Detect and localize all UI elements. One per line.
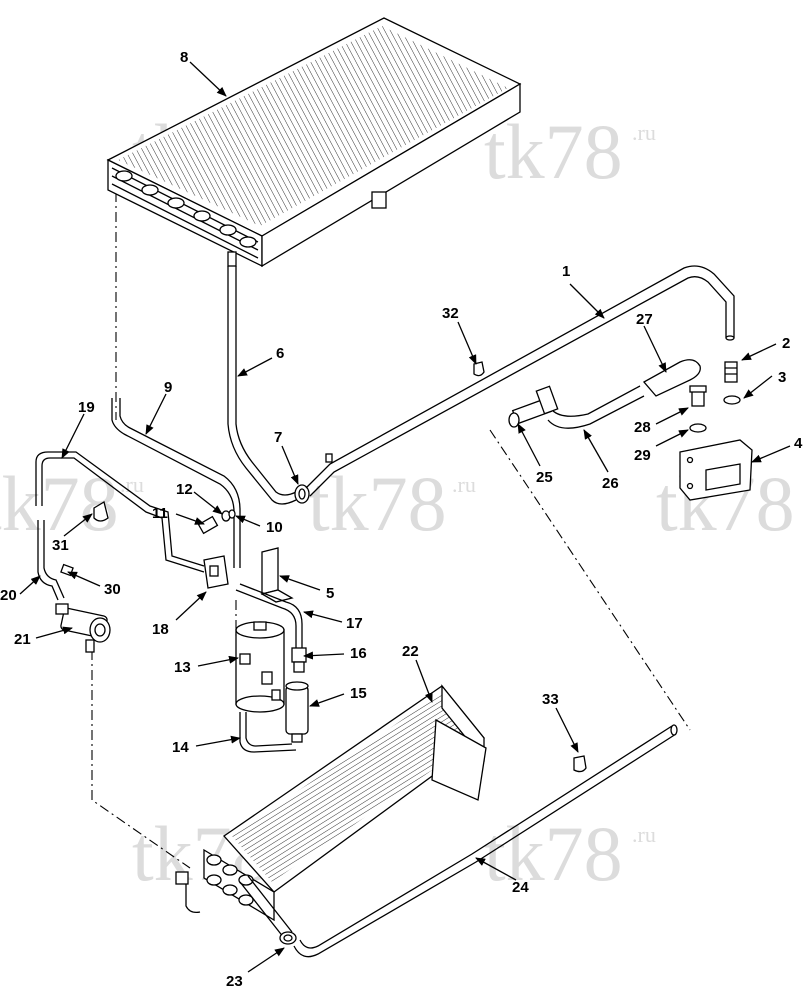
- callout-17: 17: [346, 615, 363, 632]
- callout-19: 19: [78, 399, 95, 416]
- watermark-suffix: .ru: [632, 822, 656, 847]
- watermark-suffix: .ru: [120, 472, 144, 497]
- callout-21: 21: [14, 631, 31, 648]
- service-line: [37, 520, 65, 601]
- discharge-line-end: [725, 335, 735, 341]
- callout-25: 25: [536, 469, 553, 486]
- watermark-text: tk78: [308, 460, 447, 547]
- line-clamp-upper: [473, 361, 485, 377]
- callout-6: 6: [276, 345, 284, 362]
- callout-1: 1: [562, 263, 570, 280]
- watermark-mid-center: tk78 .ru: [308, 460, 476, 547]
- coil-fins: [118, 26, 508, 226]
- coil-side-face: [261, 82, 521, 268]
- callout-10: 10: [266, 519, 283, 536]
- discharge-line: [305, 265, 735, 497]
- evap-fins: [232, 694, 478, 882]
- callout-15: 15: [350, 685, 367, 702]
- callout-labels: 1 2 3 4 5 6 7 8 9 10 11 12 13 14 15 16 1…: [0, 49, 803, 990]
- centerline-valve-to-evaporator: [91, 650, 191, 869]
- liquid-line: [227, 266, 297, 505]
- callout-22: 22: [402, 643, 419, 660]
- manifold-block: [203, 555, 229, 589]
- callout-29: 29: [634, 447, 651, 464]
- coil-outlet-stub: [227, 251, 237, 267]
- bypass-tube: [111, 398, 241, 568]
- callout-16: 16: [350, 645, 367, 662]
- flare-nut: [294, 484, 310, 504]
- suction-line: [293, 724, 678, 958]
- callout-2: 2: [782, 335, 790, 352]
- mounting-bracket-right: [679, 439, 753, 501]
- suction-line-end: [670, 724, 678, 736]
- callout-leaders: [19, 61, 791, 973]
- coil-return-bends: [111, 167, 259, 259]
- line-clamp-lower: [573, 755, 587, 773]
- o-ring-upper: [723, 395, 741, 405]
- evap-header-tube: [185, 880, 201, 914]
- callout-4: 4: [794, 435, 803, 452]
- line-clip: [93, 500, 109, 522]
- condenser-coil: [106, 17, 522, 268]
- inline-adapter: [291, 647, 307, 673]
- fitting-adapter: [724, 361, 738, 383]
- callout-23: 23: [226, 973, 243, 990]
- small-nut: [228, 509, 236, 519]
- flexible-hose: [547, 385, 645, 429]
- callout-12: 12: [176, 481, 193, 498]
- callout-9: 9: [164, 379, 172, 396]
- callout-28: 28: [634, 419, 651, 436]
- watermark-text: tk78: [0, 460, 119, 547]
- receiver-tank: [235, 621, 285, 713]
- watermark-mid-left: tk78 .ru: [0, 460, 144, 547]
- callout-30: 30: [104, 581, 121, 598]
- evap-mount-flange: [431, 718, 487, 801]
- elbow-fitting: [197, 515, 219, 535]
- callout-14: 14: [172, 739, 189, 756]
- callout-33: 33: [542, 691, 559, 708]
- callout-31: 31: [52, 537, 69, 554]
- callout-27: 27: [636, 311, 653, 328]
- discharge-line-stub: [325, 453, 333, 463]
- mounting-bracket-small: [260, 547, 294, 603]
- callout-3: 3: [778, 369, 786, 386]
- callout-32: 32: [442, 305, 459, 322]
- o-ring-plug: [689, 423, 707, 433]
- callout-8: 8: [180, 49, 188, 66]
- callout-5: 5: [326, 585, 334, 602]
- plug-fitting: [689, 385, 707, 407]
- receiver-outlet-tube: [235, 583, 303, 648]
- watermark-suffix: .ru: [632, 120, 656, 145]
- callout-18: 18: [152, 621, 169, 638]
- callout-13: 13: [174, 659, 191, 676]
- filter-drier: [285, 681, 309, 743]
- callout-20: 20: [0, 587, 17, 604]
- evap-return-bends: [206, 854, 254, 906]
- hose-coupler: [642, 359, 701, 397]
- tee-fitting: [508, 385, 559, 428]
- coil-bracket: [371, 191, 387, 209]
- watermark-top-right: tk78 .ru: [484, 108, 656, 195]
- watermark-text: tk78: [484, 108, 623, 195]
- callout-11: 11: [152, 505, 168, 522]
- pressure-line: [35, 451, 205, 573]
- suction-outlet-tube: [239, 875, 297, 945]
- watermark-bottom-right: tk78 .ru: [484, 810, 656, 897]
- solenoid-valve: [55, 603, 111, 653]
- evap-inlet-fitting: [175, 871, 189, 885]
- centerline-tee-to-line: [489, 429, 691, 731]
- watermark-suffix: .ru: [452, 472, 476, 497]
- callout-7: 7: [274, 429, 282, 446]
- watermark-text: tk78: [484, 810, 623, 897]
- callout-26: 26: [602, 475, 619, 492]
- evaporator-coil: [175, 684, 487, 922]
- callout-24: 24: [512, 879, 529, 896]
- assembly-center-lines: [91, 192, 691, 869]
